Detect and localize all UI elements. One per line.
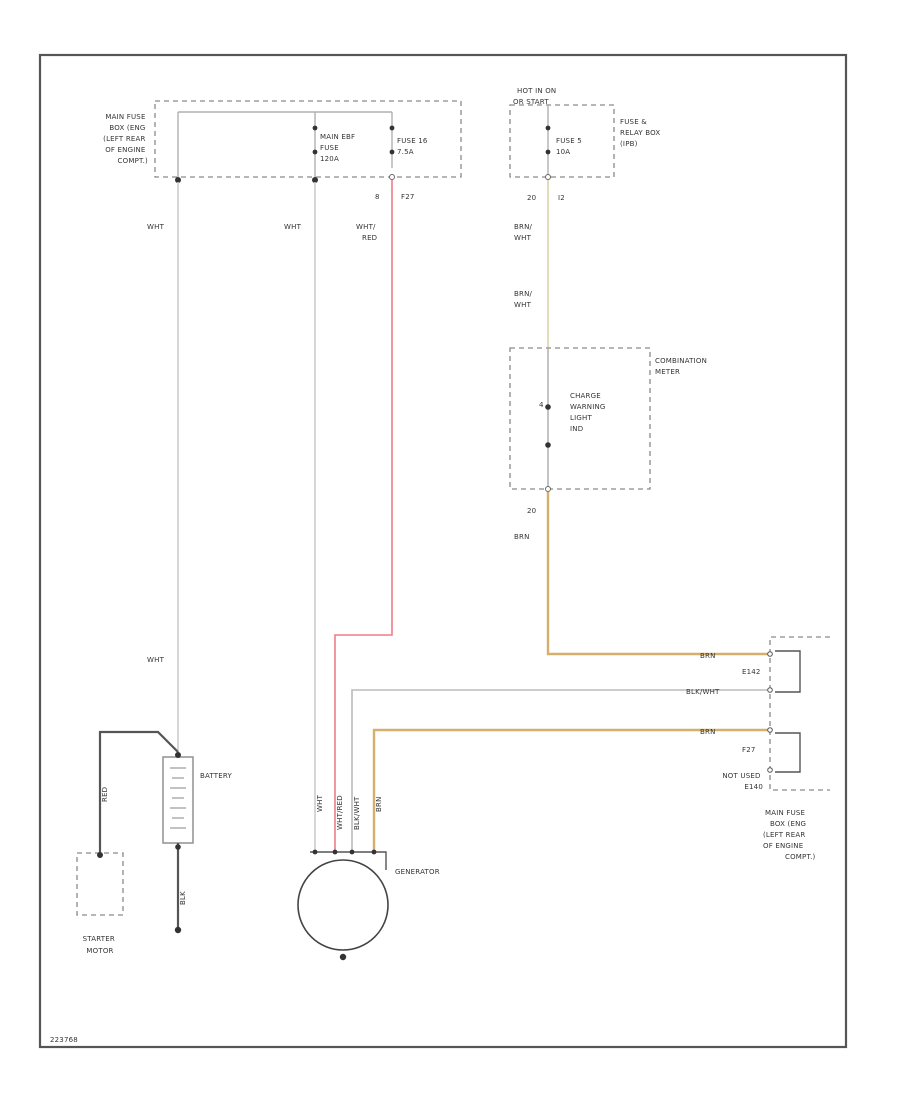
- wire-blk-wht: [351, 689, 770, 852]
- row3-wire-label: BRN: [700, 728, 716, 736]
- main-fuse-box-top: [154, 100, 462, 178]
- generator-label: GENERATOR: [395, 868, 440, 876]
- wire-label-blk-ground: BLK: [179, 891, 187, 905]
- battery-label: BATTERY: [200, 772, 233, 780]
- row1-wire-label: BRN: [700, 652, 716, 660]
- combination-meter: [509, 347, 651, 490]
- wire-label-brn-wht-a: BRN/ WHT: [514, 223, 535, 242]
- wire-brn-meter: [546, 492, 770, 656]
- wire-label-wht-red: WHT/ RED: [356, 223, 378, 242]
- connector-f27-label: F27: [742, 746, 756, 754]
- meter-pin-label: 20: [527, 507, 536, 515]
- main-fuse-box-bottom: [767, 636, 830, 791]
- meter-pin-upper-label: 4: [539, 401, 544, 409]
- generator: [297, 849, 389, 961]
- fuse-relay-box: [509, 104, 615, 178]
- combination-meter-label: COMBINATION METER: [655, 357, 710, 376]
- fuse5-pin-label: 20: [527, 194, 536, 202]
- diagram-frame: [38, 53, 848, 1049]
- starter-motor-label: STARTER MOTOR: [83, 935, 118, 955]
- charge-warning-label: CHARGE WARNING LIGHT IND: [570, 392, 608, 433]
- wire-label-wht-a: WHT: [147, 223, 165, 231]
- fuse-16-label: FUSE 16 7.5A: [397, 137, 430, 156]
- fuse16-connector-label: F27: [401, 193, 415, 201]
- fuse-5: [545, 105, 551, 180]
- wire-brn-generator: [372, 728, 770, 852]
- fuse16-pin-label: 8: [375, 193, 380, 201]
- wire-label-wht-b: WHT: [284, 223, 302, 231]
- battery: [98, 730, 194, 934]
- fuse5-connector-label: I2: [558, 194, 565, 202]
- hot-in-on-label: HOT IN ON OR START: [513, 87, 559, 106]
- fuse-relay-box-label: FUSE & RELAY BOX (IPB): [620, 118, 663, 148]
- starter-motor: [76, 852, 124, 916]
- connector-e142-label: E142: [742, 668, 761, 676]
- fuse-5-label: FUSE 5 10A: [556, 137, 584, 156]
- diagram-id: 223768: [50, 1036, 78, 1044]
- gen-wire-label-blk-wht: BLK/WHT: [353, 796, 361, 830]
- wire-label-red-starter: RED: [101, 787, 109, 802]
- wire-label-brn-wht-b: BRN/ WHT: [514, 290, 535, 309]
- main-fuse-box-top-label: MAIN FUSE BOX (ENG (LEFT REAR OF ENGINE …: [103, 113, 148, 165]
- not-used-label: NOT USED E140: [722, 772, 763, 791]
- main-fuse-box-bottom-label: MAIN FUSE BOX (ENG (LEFT REAR OF ENGINE …: [763, 809, 816, 861]
- charge-warning-light: [545, 348, 551, 492]
- wire-label-brn: BRN: [514, 533, 530, 541]
- wire-wht-red: [334, 180, 393, 852]
- starter-terminal: [97, 852, 103, 858]
- main-ebf-fuse-label: MAIN EBF FUSE 120A: [320, 133, 358, 163]
- row2-wire-label: BLK/WHT: [686, 688, 720, 696]
- gen-wire-label-brn: BRN: [375, 796, 383, 812]
- wire-label-wht-lower: WHT: [147, 656, 165, 664]
- gen-wire-label-wht-red: WHT/RED: [336, 795, 344, 830]
- gen-wire-label-wht: WHT: [316, 794, 324, 812]
- fuse-box-bus: [175, 111, 395, 183]
